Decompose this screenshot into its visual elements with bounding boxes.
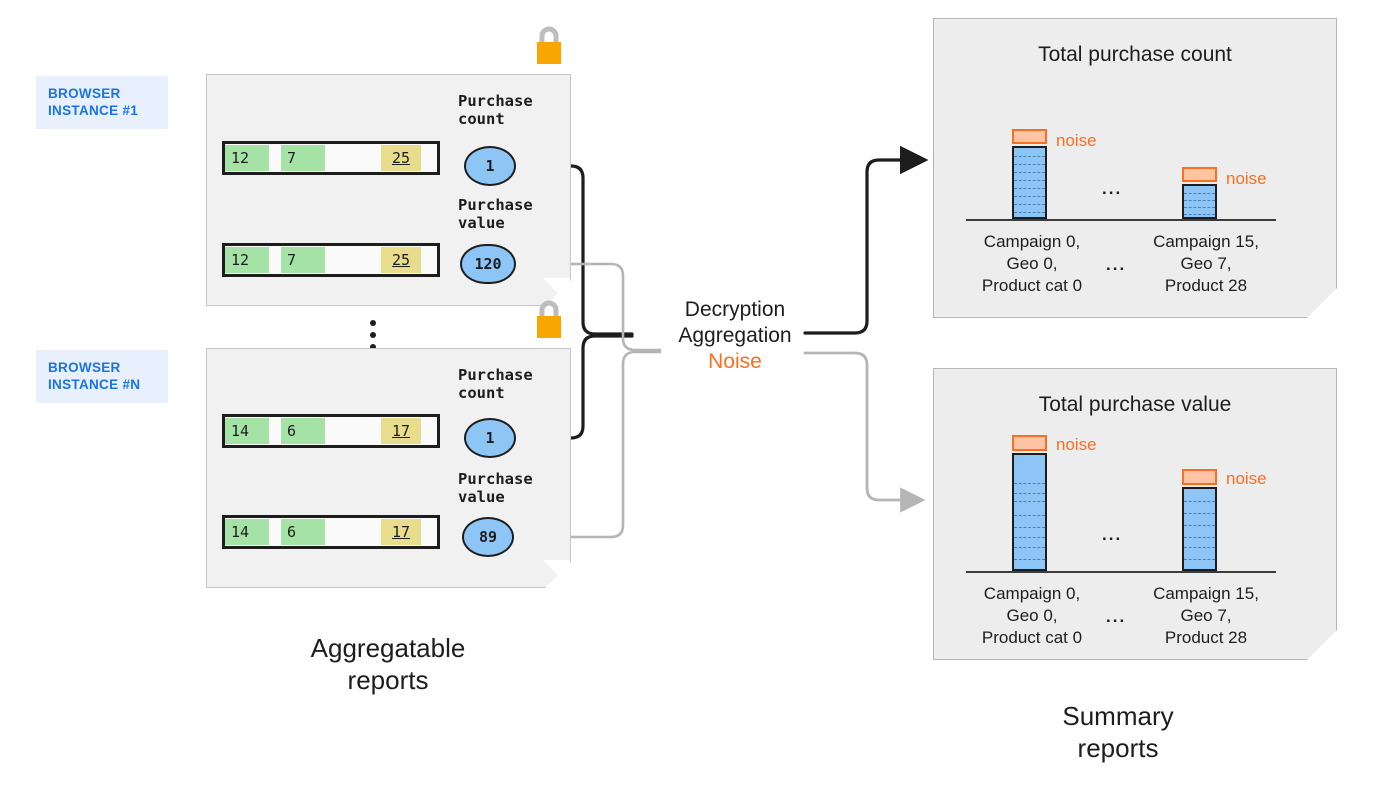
category-label-1: Campaign 15, Geo 7, Product 28 bbox=[1153, 232, 1259, 295]
padlock-icon bbox=[537, 26, 561, 64]
card-fold-corner bbox=[543, 560, 570, 587]
bars-ellipsis: ... bbox=[1102, 525, 1123, 544]
table-row: 12 7 25 bbox=[222, 141, 440, 175]
cell-key: 17 bbox=[381, 519, 421, 545]
bars-ellipsis: ... bbox=[1102, 179, 1123, 198]
cell-value: 7 bbox=[281, 145, 325, 171]
cell-gap bbox=[325, 519, 381, 545]
metric-bubble-purchase-count[interactable]: 1 bbox=[464, 418, 516, 458]
noise-cap bbox=[1182, 167, 1217, 182]
caption-aggregatable-reports: Aggregatable reports bbox=[310, 633, 466, 695]
bar-campaign-15 bbox=[1182, 167, 1217, 219]
process-line-aggregation: Aggregation bbox=[678, 324, 792, 347]
bar-campaign-15 bbox=[1182, 469, 1217, 571]
noise-cap bbox=[1012, 129, 1047, 144]
metric-bubble-purchase-value[interactable]: 89 bbox=[462, 517, 514, 557]
bar-body bbox=[1012, 453, 1047, 571]
cell-gap bbox=[269, 418, 281, 444]
vertical-ellipsis-icon bbox=[370, 320, 376, 356]
bar-body bbox=[1012, 146, 1047, 219]
browser-instance-n-badge: BROWSER INSTANCE #N bbox=[36, 350, 168, 403]
cell-value: 12 bbox=[225, 247, 269, 273]
bar-body bbox=[1182, 184, 1217, 219]
noise-cap bbox=[1012, 435, 1047, 451]
bar-campaign-0 bbox=[1012, 435, 1047, 571]
cell-value: 7 bbox=[281, 247, 325, 273]
metric-bubble-purchase-value[interactable]: 120 bbox=[460, 244, 516, 284]
noise-cap bbox=[1182, 469, 1217, 485]
cell-gap bbox=[325, 418, 381, 444]
cell-value: 14 bbox=[225, 519, 269, 545]
cell-gap bbox=[325, 145, 381, 171]
cell-key: 25 bbox=[381, 145, 421, 171]
cell-gap bbox=[269, 247, 281, 273]
table-row: 14 6 17 bbox=[222, 414, 440, 448]
bar-body bbox=[1182, 487, 1217, 571]
category-label-0: Campaign 0, Geo 0, Product cat 0 bbox=[981, 584, 1083, 647]
summary-report-card-value[interactable]: Total purchase value noise noise ... Ca bbox=[933, 368, 1337, 660]
category-label-1: Campaign 15, Geo 7, Product 28 bbox=[1153, 584, 1259, 647]
chart-axis-line bbox=[966, 571, 1276, 573]
metric-label-purchase-count: Purchase count bbox=[458, 92, 533, 128]
cell-value: 14 bbox=[225, 418, 269, 444]
categories-ellipsis: ... bbox=[1106, 607, 1127, 626]
noise-label: noise bbox=[1226, 169, 1267, 188]
chart-axis-line bbox=[966, 219, 1276, 221]
metric-bubble-purchase-count[interactable]: 1 bbox=[464, 146, 516, 186]
bar-campaign-0 bbox=[1012, 129, 1047, 219]
process-line-decryption: Decryption bbox=[684, 298, 786, 321]
padlock-icon bbox=[537, 300, 561, 338]
browser-instance-1-badge: BROWSER INSTANCE #1 bbox=[36, 76, 168, 129]
cell-value: 12 bbox=[225, 145, 269, 171]
categories-ellipsis: ... bbox=[1106, 255, 1127, 274]
cell-value: 6 bbox=[281, 519, 325, 545]
cell-value: 6 bbox=[281, 418, 325, 444]
caption-summary-reports: Summary reports bbox=[1062, 701, 1174, 763]
noise-label: noise bbox=[1226, 469, 1267, 488]
cell-key: 25 bbox=[381, 247, 421, 273]
metric-label-purchase-count: Purchase count bbox=[458, 366, 533, 402]
process-label: Decryption Aggregation Noise bbox=[655, 297, 815, 375]
cell-gap bbox=[269, 519, 281, 545]
table-row: 14 6 17 bbox=[222, 515, 440, 549]
noise-label: noise bbox=[1056, 435, 1097, 454]
metric-label-purchase-value: Purchase value bbox=[458, 470, 533, 506]
summary-report-card-count[interactable]: Total purchase count noise noise ... bbox=[933, 18, 1337, 318]
metric-label-purchase-value: Purchase value bbox=[458, 196, 533, 232]
chart-title-value: Total purchase value bbox=[1038, 393, 1232, 416]
noise-label: noise bbox=[1056, 131, 1097, 150]
cell-gap bbox=[325, 247, 381, 273]
cell-key: 17 bbox=[381, 418, 421, 444]
table-row: 12 7 25 bbox=[222, 243, 440, 277]
chart-title-count: Total purchase count bbox=[1038, 43, 1232, 66]
cell-gap bbox=[269, 145, 281, 171]
process-line-noise: Noise bbox=[708, 350, 762, 373]
category-label-0: Campaign 0, Geo 0, Product cat 0 bbox=[981, 232, 1083, 295]
